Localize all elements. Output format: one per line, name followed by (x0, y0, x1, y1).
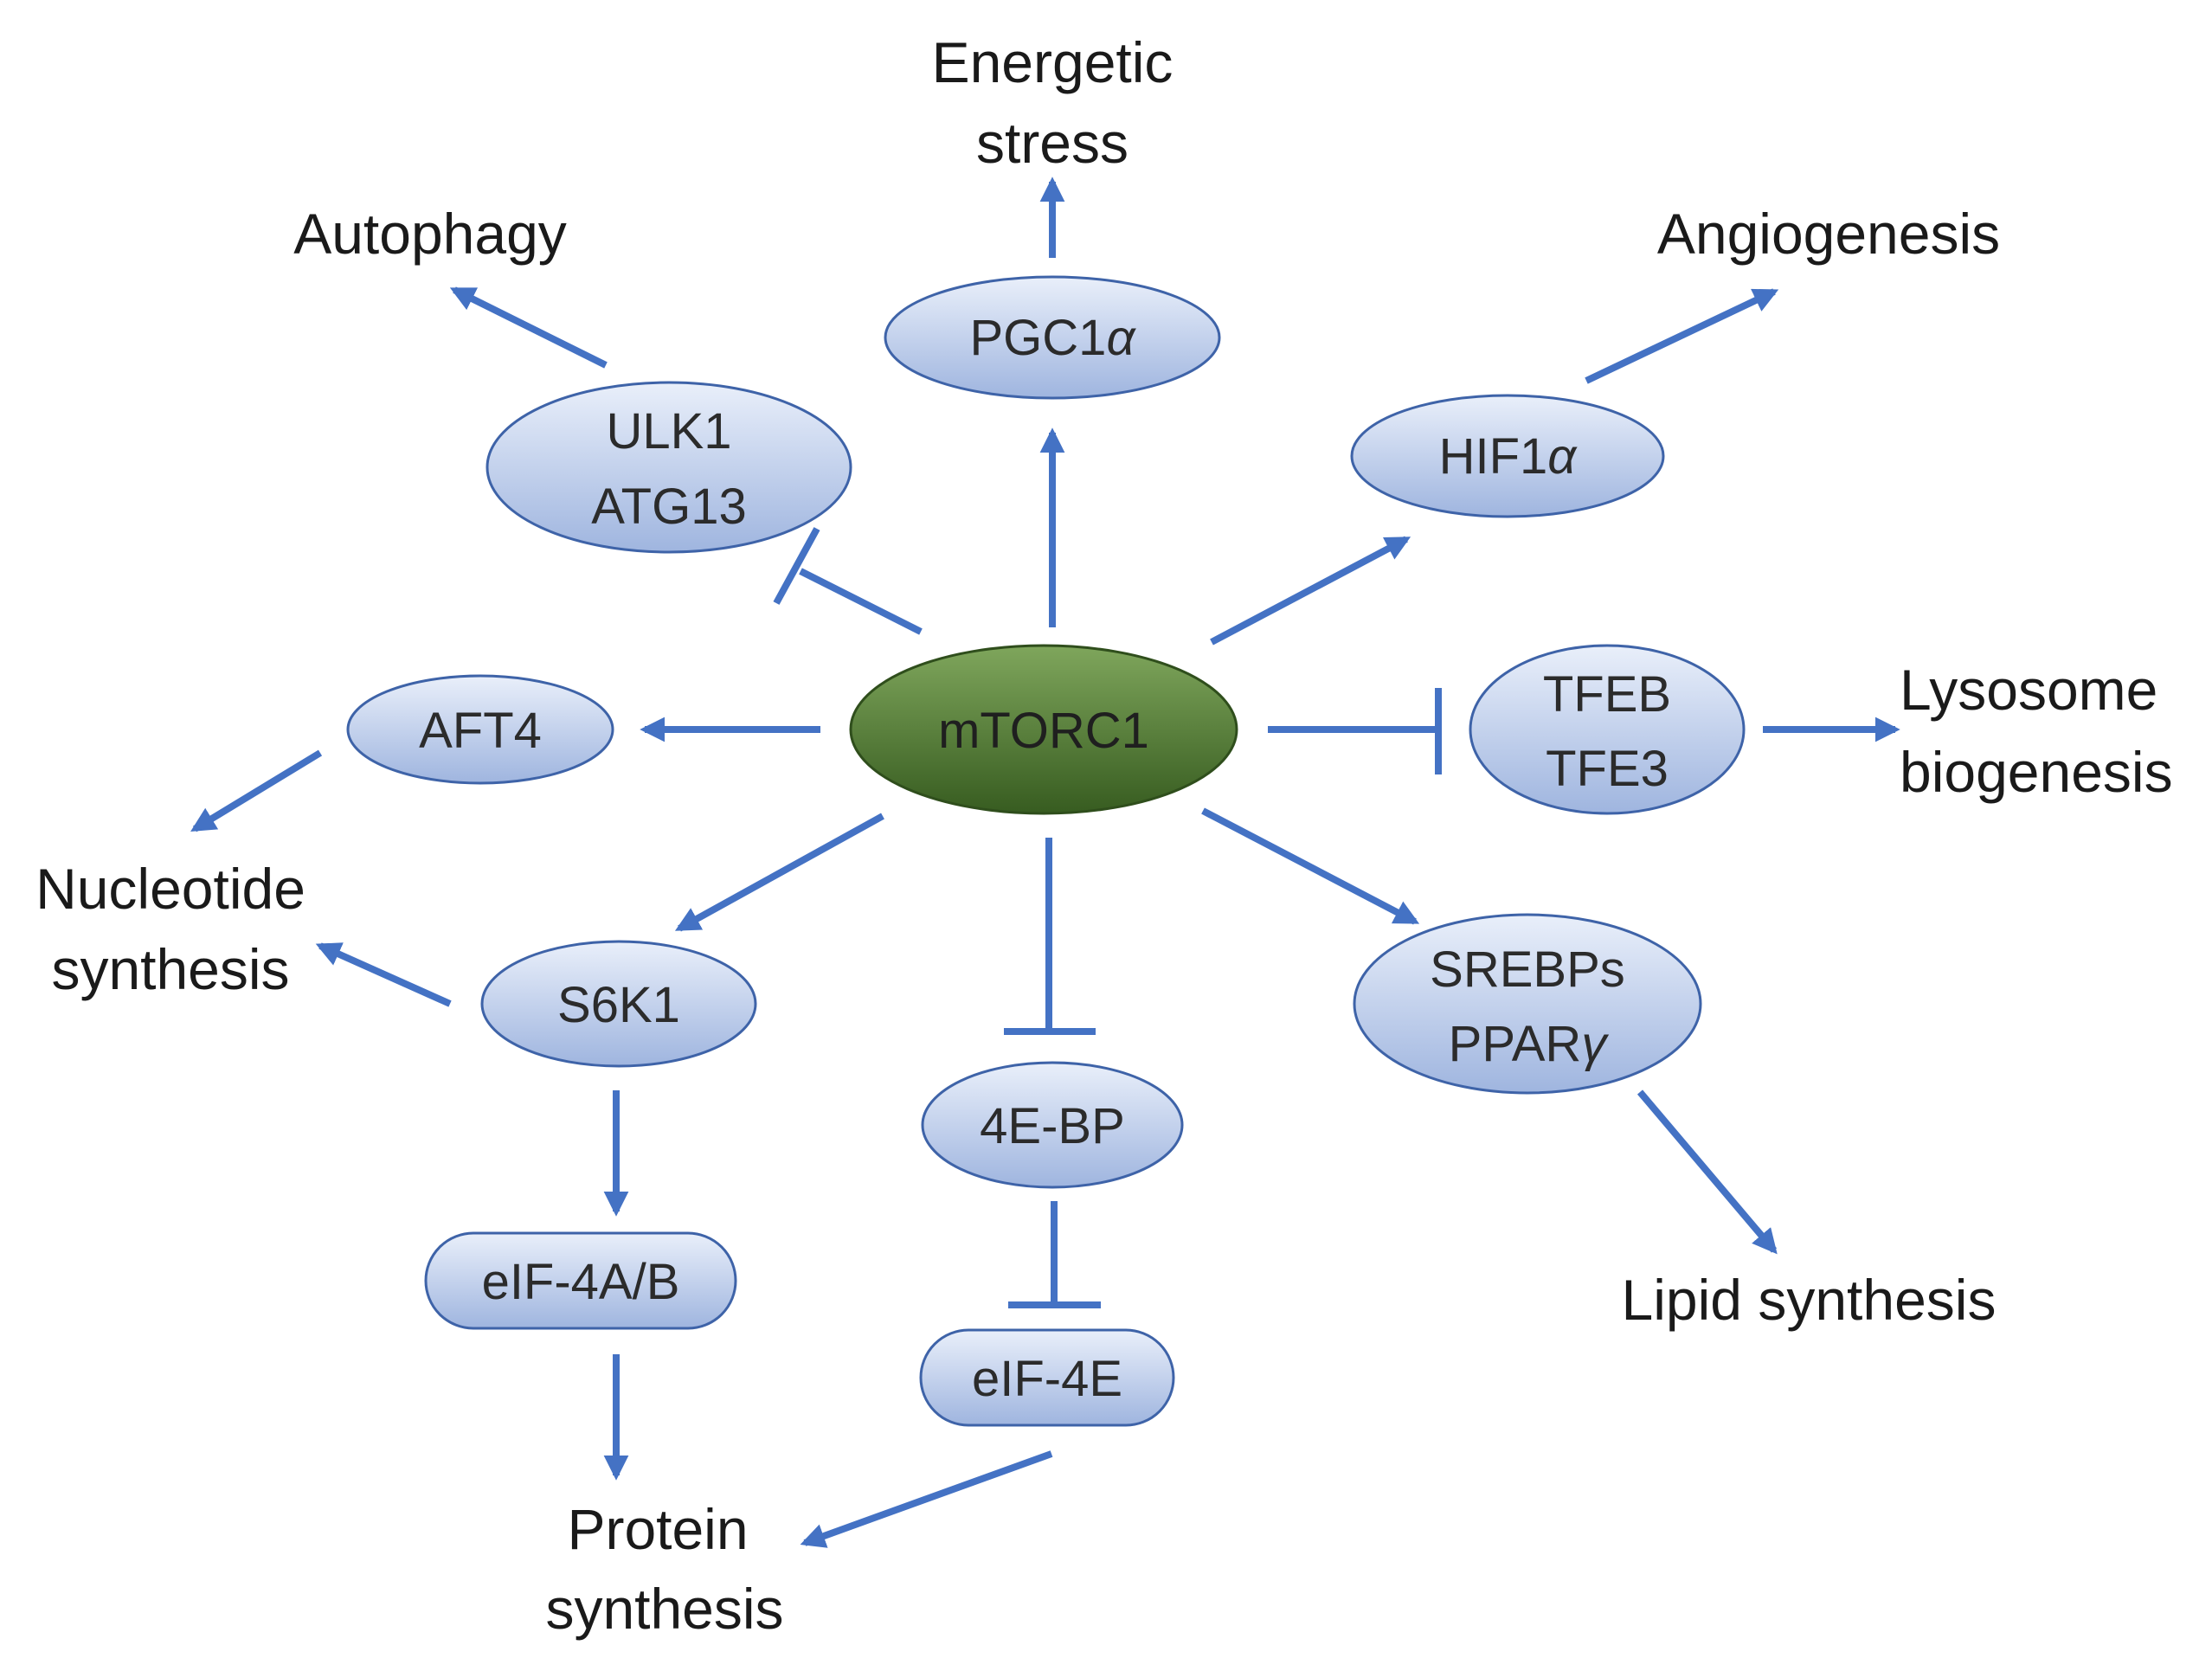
outcome-protein-synthesis: Protein synthesis (545, 1497, 783, 1641)
arrow-ulk1-to-autophagy (449, 286, 608, 369)
outcome-autophagy: Autophagy (293, 202, 567, 266)
node-label-greek: α (1106, 310, 1136, 366)
node-aft4: AFT4 (346, 674, 614, 785)
outcome-label-line2: biogenesis (1900, 740, 2173, 804)
node-ellipse (884, 275, 1221, 400)
hub-node-mtorc1: mTORC1 (849, 644, 1238, 815)
node-label-line1: ULK1 (606, 403, 731, 459)
node-srebps-ppar: SREBPs PPARγ (1353, 913, 1702, 1095)
arrow-aft4-to-nucleotide (190, 749, 323, 832)
node-ellipse (1350, 394, 1665, 518)
hub-label: mTORC1 (938, 703, 1149, 759)
node-label-main: PPAR (1449, 1016, 1582, 1072)
node-ellipse (480, 940, 757, 1068)
node-label-line1: TFEB (1543, 666, 1671, 723)
node-ulk1-atg13: ULK1 ATG13 (485, 381, 852, 554)
node-pill (919, 1328, 1175, 1427)
outcome-label-line2: synthesis (51, 937, 289, 1001)
arrow-mtorc1-to-srebps (1201, 807, 1420, 925)
node-hif1a: HIF1α (1350, 394, 1665, 518)
outcome-lipid-synthesis: Lipid synthesis (1622, 1268, 1997, 1332)
node-label: PGC1α (969, 310, 1136, 366)
hub-ellipse (849, 644, 1238, 815)
node-label: eIF-4A/B (482, 1254, 680, 1310)
outcome-lysosome-biogenesis: Lysosome biogenesis (1900, 658, 2173, 804)
arrow-mtorc1-to-hif1a (1210, 536, 1411, 646)
arrow-mtorc1-to-s6k1 (674, 813, 884, 932)
outcome-label-line2: stress (976, 111, 1129, 175)
node-label-greek: α (1547, 428, 1578, 485)
node-label-main: HIF1 (1439, 428, 1548, 485)
node-label: 4E-BP (980, 1098, 1125, 1154)
node-label-main: PGC1 (969, 310, 1106, 366)
arrow-srebps-to-lipid (1636, 1089, 1778, 1255)
node-label: S6K1 (557, 977, 680, 1033)
outcome-label-line1: Lysosome (1900, 658, 2157, 722)
node-tfeb-tfe3: TFEB TFE3 (1469, 644, 1746, 815)
inhibit-bar-ulk1 (773, 527, 820, 605)
node-pill (424, 1231, 737, 1330)
node-4ebp: 4E-BP (921, 1061, 1184, 1189)
arrow-hif1a-to-angiogenesis (1585, 288, 1779, 384)
node-label: HIF1α (1439, 428, 1579, 485)
arrow-s6k1-to-nucleotide (315, 942, 452, 1007)
node-label-line1: SREBPs (1430, 941, 1625, 998)
outcome-label-line1: Protein (567, 1497, 748, 1561)
node-label-line2: PPARγ (1449, 1016, 1610, 1072)
outcome-label-line1: Nucleotide (35, 857, 305, 921)
outcome-angiogenesis: Angiogenesis (1657, 202, 2000, 266)
node-label-line2: ATG13 (591, 479, 746, 535)
node-label-greek: γ (1581, 1016, 1609, 1072)
node-ellipse (1353, 913, 1702, 1095)
node-pgc1a: PGC1α (884, 275, 1221, 400)
outcome-energetic-stress: Energetic stress (932, 30, 1174, 175)
node-ellipse (1469, 644, 1746, 815)
outcome-label-line1: Energetic (932, 30, 1174, 94)
node-label: eIF-4E (972, 1351, 1122, 1407)
node-ellipse (346, 674, 614, 785)
node-ellipse (485, 381, 852, 554)
node-label-line2: TFE3 (1546, 741, 1669, 797)
outcome-label-line2: synthesis (545, 1577, 783, 1641)
node-label: AFT4 (419, 703, 542, 759)
node-ellipse (921, 1061, 1184, 1189)
outcome-nucleotide-synthesis: Nucleotide synthesis (35, 857, 305, 1001)
node-eif4ab: eIF-4A/B (424, 1231, 737, 1330)
arrow-eif4e-to-protein (800, 1450, 1053, 1548)
node-eif4e: eIF-4E (919, 1328, 1175, 1427)
node-s6k1: S6K1 (480, 940, 757, 1068)
inhibit-mtorc1-to-ulk1 (799, 568, 923, 635)
connectors (190, 177, 1900, 1548)
